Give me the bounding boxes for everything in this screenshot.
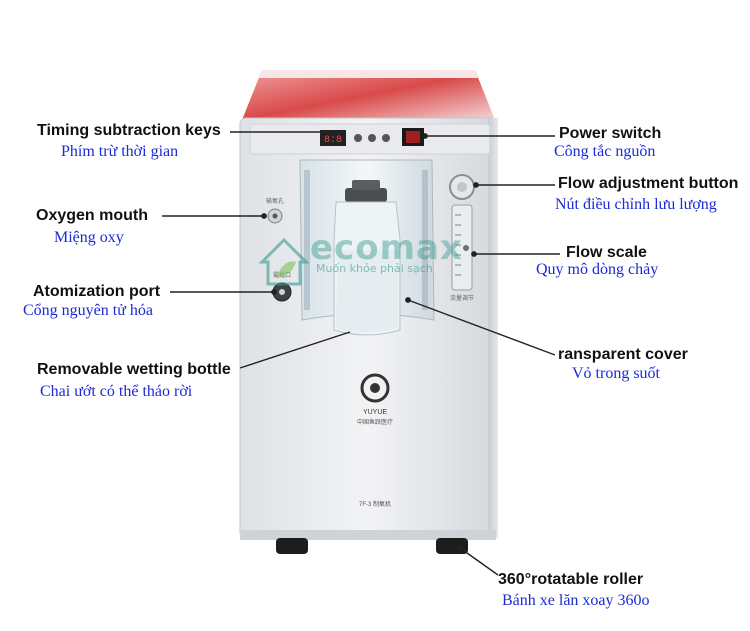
- timing-key-3: [382, 134, 390, 142]
- label-flow-button-en: Flow adjustment button: [558, 175, 739, 192]
- label-flow-scale-en: Flow scale: [566, 244, 647, 261]
- flow-scale-tube: [451, 204, 473, 291]
- label-atomization-vi: Cổng nguyên tử hóa: [23, 302, 153, 319]
- label-timing-en: Timing subtraction keys: [37, 122, 221, 139]
- bottle-cap: [345, 188, 387, 202]
- label-atomization-en: Atomization port: [33, 283, 161, 300]
- label-timing-vi: Phím trừ thời gian: [61, 143, 179, 160]
- brand-text: YUYUE: [363, 409, 387, 416]
- roller-right: [436, 538, 468, 554]
- label-oxygen-vi: Miệng oxy: [54, 229, 124, 246]
- label-power-en: Power switch: [559, 125, 662, 142]
- yuyue-logo: [360, 373, 390, 403]
- model-text: 7F-3 制氧机: [359, 500, 391, 508]
- label-oxygen-en: Oxygen mouth: [36, 207, 149, 224]
- timer-display: [320, 130, 346, 146]
- label-bottle-en: Removable wetting bottle: [37, 361, 231, 378]
- label-roller-vi: Bánh xe lăn xoay 360o: [502, 592, 650, 609]
- timer-digits: 8:8: [324, 135, 342, 146]
- timing-key-1: [354, 134, 362, 142]
- top-lid: [242, 70, 495, 120]
- label-power-vi: Công tắc nguồn: [554, 143, 656, 160]
- roller-left: [276, 538, 308, 554]
- label-cover-en: ransparent cover: [558, 346, 688, 363]
- label-flow-button-vi: Nút điều chỉnh lưu lượng: [555, 196, 717, 213]
- callout-lines: [162, 131, 560, 576]
- house-leaf-icon: [258, 237, 310, 286]
- left-port-label: 输氧孔: [266, 197, 284, 205]
- brand-sub: 中国鱼跃医疗: [357, 418, 393, 426]
- timing-key-2: [368, 134, 376, 142]
- label-cover-vi: Vỏ trong suốt: [572, 365, 660, 382]
- label-bottle-vi: Chai ướt có thể tháo rời: [40, 383, 193, 400]
- watermark-brand: ecomax: [310, 228, 463, 268]
- label-roller-en: 360°rotatable roller: [498, 571, 644, 588]
- scale-label: 流量调节: [450, 294, 474, 302]
- label-flow-scale-vi: Quy mô dòng chảy: [536, 261, 659, 278]
- watermark-tagline: Muốn khỏe phải sạch: [316, 262, 433, 275]
